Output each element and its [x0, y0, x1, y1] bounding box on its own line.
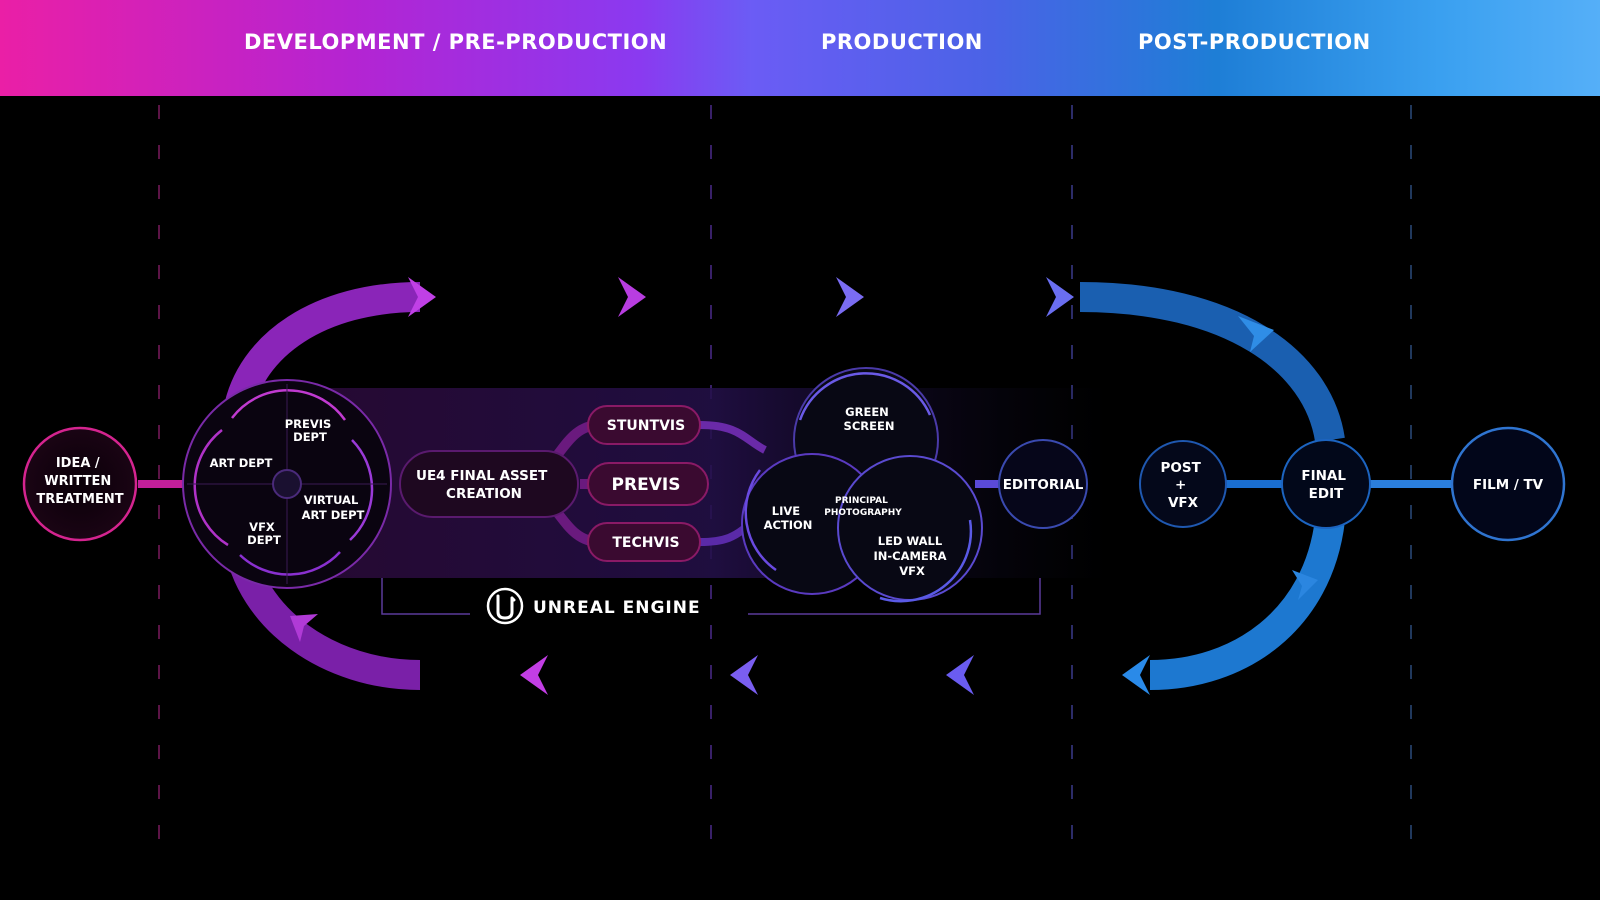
post-vfx-label: POST + VFX [1160, 460, 1205, 511]
phase-label-development: DEVELOPMENT / PRE-PRODUCTION [244, 30, 668, 54]
previs-pill [587, 462, 709, 506]
led-wall-circle [837, 455, 983, 601]
dept-cycle-arc [349, 439, 374, 541]
dept-cycle-arc [193, 429, 229, 547]
stuntvis-label: STUNTVIS [607, 418, 685, 434]
dept-cycle-hub [272, 469, 302, 499]
editorial-label: EDITORIAL [1003, 477, 1084, 493]
production-cycle-arc [798, 372, 932, 421]
green-screen-label: GREEN SCREEN [844, 405, 895, 433]
phase-label-post-production: POST-PRODUCTION [1138, 30, 1371, 54]
unreal-engine-logo-icon [486, 587, 524, 625]
arrow-down-right-icon [1238, 316, 1274, 352]
dept-cycle-arc [239, 551, 341, 576]
arrow-right-icon [618, 277, 646, 317]
unreal-engine-bracket [381, 578, 1041, 615]
previs-label: PREVIS [612, 475, 681, 495]
arrow-left-icon [946, 655, 974, 695]
ue4-pill [399, 450, 579, 518]
idea-circle [22, 426, 138, 542]
arrow-right-icon [836, 277, 864, 317]
phase-header-bar: DEVELOPMENT / PRE-PRODUCTION PRODUCTION … [0, 0, 1600, 96]
previs-node: PREVIS [587, 462, 709, 506]
techvis-node: TECHVIS [587, 522, 701, 562]
connector-line [699, 421, 767, 454]
virtual-art-dept-label: VIRTUAL ART DEPT [302, 493, 365, 522]
unreal-engine-brand: UNREAL ENGINE [486, 587, 701, 625]
editorial-circle [998, 439, 1088, 529]
film-tv-node: FILM / TV [1450, 426, 1566, 542]
arrow-left-icon [730, 655, 758, 695]
arrow-left-icon [520, 655, 548, 695]
arrow-right-icon [408, 277, 436, 317]
dept-cycle-arc [231, 389, 347, 421]
principal-photography-label: PRINCIPAL PHOTOGRAPHY [824, 496, 902, 518]
phase-label-production: PRODUCTION [821, 30, 983, 54]
idea-node: IDEA / WRITTEN TREATMENT [22, 426, 138, 542]
phase-divider-lines [158, 105, 1412, 860]
ue4-label: UE4 FINAL ASSET CREATION [416, 468, 552, 502]
arrow-right-icon [1046, 277, 1074, 317]
stuntvis-pill [587, 405, 701, 445]
loop-arrows [290, 277, 1318, 695]
final-edit-label: FINAL EDIT [1301, 468, 1350, 502]
idea-label: IDEA / WRITTEN TREATMENT [36, 456, 123, 507]
final-edit-node: FINAL EDIT [1281, 439, 1371, 529]
post-vfx-circle [1139, 440, 1227, 528]
arrow-left-icon [1122, 655, 1150, 695]
previs-dept-label: PREVIS DEPT [285, 417, 336, 444]
arrow-down-left-icon [1292, 570, 1318, 600]
techvis-pill [587, 522, 701, 562]
loop-right-lower-arc [1149, 517, 1345, 690]
department-cycle: PREVIS DEPT ART DEPT VIRTUAL ART DEPT VF… [182, 379, 392, 589]
vfx-dept-label: VFX DEPT [247, 520, 281, 547]
production-cycle: GREEN SCREEN LIVE ACTION PRINCIPAL PHOTO… [741, 367, 983, 603]
loop-right-upper-arc [1079, 282, 1345, 443]
led-wall-label: LED WALL IN-CAMERA VFX [873, 534, 950, 578]
unreal-engine-label: UNREAL ENGINE [533, 598, 701, 618]
ue4-asset-creation-node: UE4 FINAL ASSET CREATION [399, 450, 579, 518]
art-dept-label: ART DEPT [210, 456, 273, 470]
production-cycle-arc [744, 469, 777, 572]
post-vfx-node: POST + VFX [1139, 440, 1227, 528]
stuntvis-node: STUNTVIS [587, 405, 701, 445]
final-edit-circle [1281, 439, 1371, 529]
arrow-up-left-icon [290, 614, 318, 642]
editorial-node: EDITORIAL [998, 439, 1088, 529]
live-action-label: LIVE ACTION [764, 504, 813, 532]
techvis-label: TECHVIS [612, 535, 679, 551]
film-tv-circle [1450, 426, 1566, 542]
film-tv-label: FILM / TV [1473, 477, 1544, 493]
production-cycle-arc [879, 519, 973, 603]
